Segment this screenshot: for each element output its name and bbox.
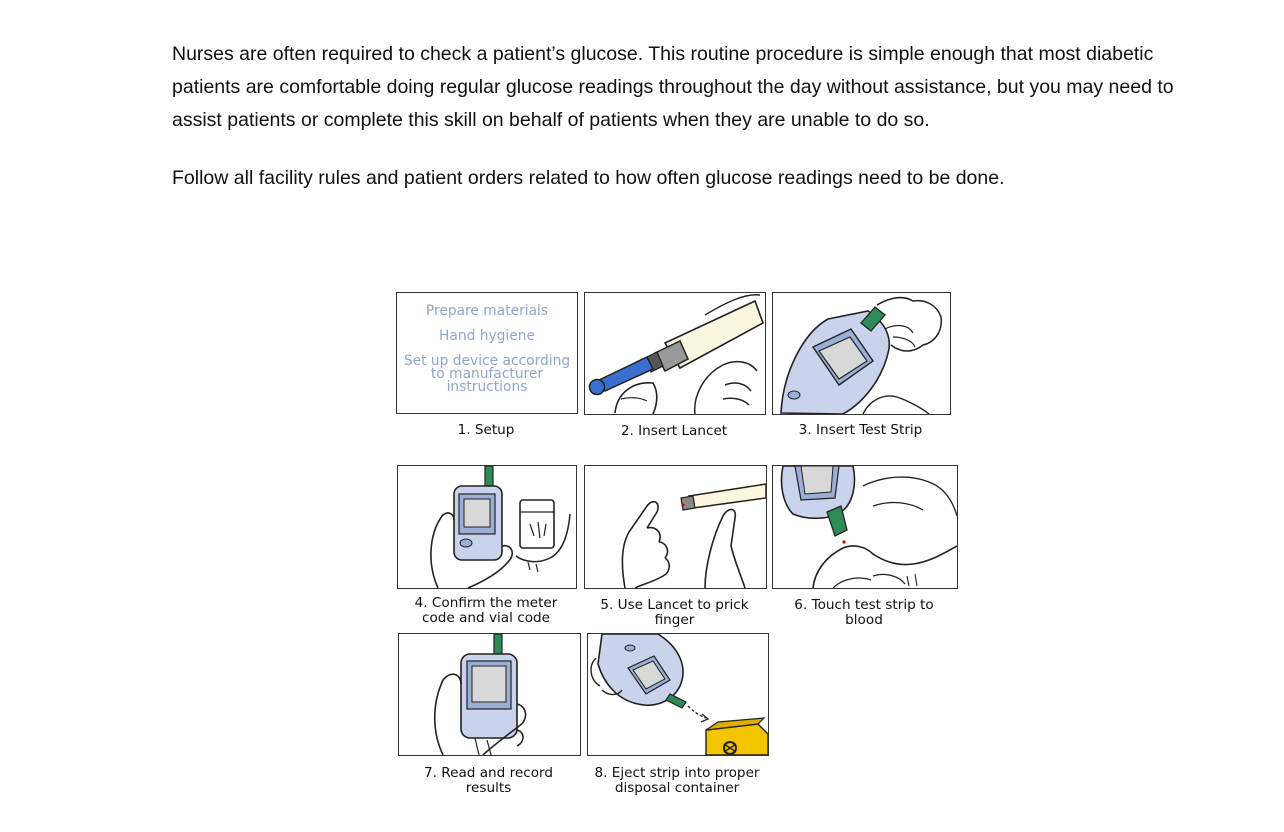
step-3-caption: 3. Insert Test Strip [798,422,923,438]
step-4-confirm-code-panel [397,465,577,589]
step-2-insert-lancet-panel [584,292,766,415]
intro-paragraph: Nurses are often required to check a pat… [172,43,1174,131]
setup-line-2: Hand hygiene [439,328,535,344]
setup-line-3: Set up device according [403,353,571,369]
eject-strip-illustration [590,634,768,755]
step-7-caption: 7. Read and record results [423,765,554,796]
step-6-touch-strip-panel [772,465,958,589]
setup-line-5: instructions [446,379,528,395]
step-2-caption: 2. Insert Lancet [620,423,728,439]
step-3-insert-test-strip-panel [772,292,951,415]
step-1-setup-panel: Prepare materials Hand hygiene Set up de… [396,292,578,414]
facility-rules-paragraph: Follow all facility rules and patient or… [172,167,1005,189]
meter-strip-illustration [780,296,942,414]
meter-vial-illustration [430,466,571,588]
step-8-eject-strip-panel [587,633,769,756]
step-5-prick-finger-panel [584,465,767,589]
step-4-caption: 4. Confirm the meter code and vial code [414,595,558,626]
touch-strip-illustration [780,466,957,588]
step-1-caption: 1. Setup [457,422,515,438]
step-6-caption: 6. Touch test strip to blood [794,597,934,628]
setup-line-4: to manufacturer [430,366,544,382]
finger-prick-illustration [621,483,766,588]
step-7-read-results-panel [398,633,581,756]
lancet-illustration [588,294,764,414]
setup-line-1: Prepare materials [425,303,549,319]
read-results-illustration [433,634,527,755]
step-5-caption: 5. Use Lancet to prick finger [600,597,749,628]
step-8-caption: 8. Eject strip into proper disposal cont… [594,765,760,796]
